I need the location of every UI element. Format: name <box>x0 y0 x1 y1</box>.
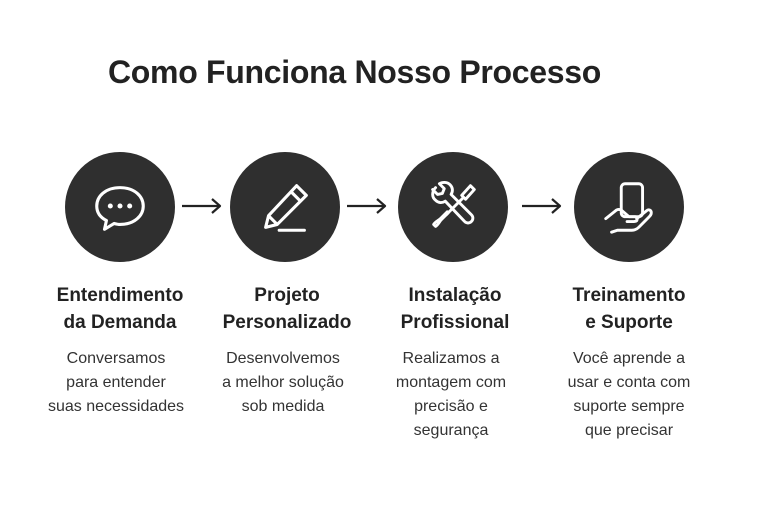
step-1-title: Entendimento da Demanda <box>25 282 215 336</box>
hand-phone-icon <box>604 182 653 234</box>
step-2-description: Desenvolvemos a melhor solução sob medid… <box>188 347 378 419</box>
step-2-title: Projeto Personalizado <box>192 282 382 336</box>
step-desc-line: sob medida <box>241 398 325 415</box>
step-3-title: Instalação Profissional <box>360 282 550 336</box>
step-3-description: Realizamos a montagem com precisão e seg… <box>356 347 546 443</box>
step-title-line: e Suporte <box>585 312 673 333</box>
arrow-right-icon <box>522 198 562 214</box>
step-4-description: Você aprende a usar e conta com suporte … <box>534 347 724 443</box>
step-desc-line: Desenvolvemos <box>226 350 340 367</box>
step-title-line: Treinamento <box>572 285 686 306</box>
step-title-line: Profissional <box>400 312 510 333</box>
step-3-icon-circle <box>398 152 508 262</box>
arrow-right-icon <box>347 198 387 214</box>
arrow-right-icon <box>182 198 222 214</box>
step-desc-line: Você aprende a <box>572 350 686 367</box>
step-desc-line: montagem com <box>395 374 507 391</box>
step-title-line: Projeto <box>254 285 320 306</box>
step-desc-line: suas necessidades <box>47 398 185 415</box>
step-desc-line: Realizamos a <box>402 350 500 367</box>
step-desc-line: a melhor solução <box>222 374 344 391</box>
step-desc-line: Conversamos <box>66 350 166 367</box>
pencil-icon <box>264 184 308 232</box>
step-title-line: Instalação <box>408 285 502 306</box>
step-desc-line: suporte sempre <box>573 398 685 415</box>
step-1-icon-circle <box>65 152 175 262</box>
step-4-icon-circle <box>574 152 684 262</box>
step-desc-line: usar e conta com <box>567 374 691 391</box>
step-2-icon-circle <box>230 152 340 262</box>
step-desc-line: para entender <box>66 374 166 391</box>
step-desc-line: precisão e <box>414 398 488 415</box>
step-1-description: Conversamos para entender suas necessida… <box>21 347 211 419</box>
step-4-title: Treinamento e Suporte <box>534 282 724 336</box>
step-title-line: Entendimento <box>56 285 184 306</box>
tools-icon <box>431 180 476 228</box>
step-desc-line: segurança <box>413 422 489 439</box>
page-title: Como Funciona Nosso Processo <box>108 54 602 90</box>
step-desc-line: que precisar <box>584 422 674 439</box>
step-title-line: da Demanda <box>63 312 177 333</box>
step-title-line: Personalizado <box>222 312 352 333</box>
chat-bubble-icon <box>95 186 145 231</box>
